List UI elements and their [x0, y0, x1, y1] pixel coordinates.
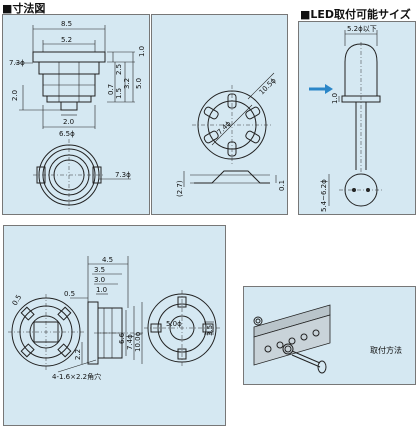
label-2-7: (2.7) — [176, 180, 184, 197]
label-2-0-left: 2.0 — [11, 90, 19, 101]
label-7-4: 7.4ϕ — [126, 334, 134, 350]
label-2-0-bottom: 2.0 — [63, 118, 74, 126]
label-2-5: 2.5 — [115, 64, 123, 75]
label-1-0: 1.0 — [96, 286, 107, 294]
ring-profile-panel: 10.5ϕ 7.4ϕ (2.7) 0.1 — [151, 14, 288, 215]
label-0-1: 0.1 — [278, 180, 286, 191]
label-1-5: 1.5 — [115, 88, 123, 99]
label-6-5: 6.5ϕ — [59, 130, 75, 138]
label-10-0: 10.0ϕ — [134, 331, 142, 352]
label-4-5: 4.5 — [102, 256, 113, 264]
dimension-drawing-front-svg: 8.5 5.2 1.0 7.3ϕ 2.5 3.2 5.0 0.7 1.5 2.0… — [9, 20, 146, 211]
led-compatibility-svg: 5.2ϕ以下 1.0 5.4~6.2ϕ — [309, 25, 383, 212]
mounting-method-panel: 取付方法 — [243, 286, 416, 385]
label-lead-1-0: 1.0 — [331, 93, 339, 104]
label-7-3b: 7.3ϕ — [115, 171, 131, 179]
label-3-2: 3.2 — [123, 78, 131, 89]
arrow-icon — [309, 84, 333, 94]
middle-dimension-lines — [57, 256, 143, 373]
label-1-0: 1.0 — [138, 46, 146, 57]
label-5-0: 5.0ϕ — [166, 320, 182, 328]
label-3-5-b: 3.5 — [206, 325, 214, 336]
ring-front-view — [192, 72, 275, 165]
dimensions-heading: ■寸法図 — [2, 2, 46, 15]
label-0-5-b: 0.5 — [64, 290, 75, 298]
label-2-2: 2.2 — [74, 349, 82, 360]
led-outline — [338, 30, 381, 172]
label-lead-span: 5.4~6.2ϕ — [320, 179, 328, 212]
led-compatibility-panel: 5.2ϕ以下 1.0 5.4~6.2ϕ — [298, 21, 416, 215]
label-5-2: 5.2 — [61, 36, 72, 44]
led-holder-part — [253, 316, 327, 374]
label-8-5: 8.5 — [61, 20, 72, 28]
dimension-drawing-front-panel: 8.5 5.2 1.0 7.3ϕ 2.5 3.2 5.0 0.7 1.5 2.0… — [2, 14, 150, 215]
label-7-3a: 7.3ϕ — [9, 59, 25, 67]
label-led-dia: 5.2ϕ以下 — [347, 25, 377, 33]
label-0-7: 0.7 — [107, 84, 115, 95]
ring-profile-svg: 10.5ϕ 7.4ϕ (2.7) 0.1 — [176, 72, 286, 197]
mounting-detail-svg: 0.5 4.5 3.5 3.0 1.0 0.5 2.2 6.6 7.4ϕ 10.… — [8, 256, 220, 381]
label-3-5: 3.5 — [94, 266, 105, 274]
mounting-method-svg: 取付方法 — [253, 304, 402, 374]
label-7-4: 7.4ϕ — [216, 119, 233, 136]
mounting-detail-panel: 0.5 4.5 3.5 3.0 1.0 0.5 2.2 6.6 7.4ϕ 10.… — [3, 225, 226, 426]
led-base-view — [328, 173, 383, 207]
middle-side-view — [87, 301, 144, 365]
label-3-0: 3.0 — [94, 276, 105, 284]
label-5-0: 5.0 — [135, 78, 143, 89]
left-front-view — [8, 294, 84, 370]
right-front-view — [144, 290, 220, 366]
ring-side-profile — [183, 170, 277, 187]
label-6-6: 6.6 — [118, 332, 126, 344]
label-hole-note: 4-1.6×2.2角穴 — [52, 372, 101, 381]
led-compatible-heading: ■LED取付可能サイズ — [300, 8, 411, 21]
mounting-bracket — [253, 304, 331, 366]
side-view-dimension-lines — [15, 25, 135, 129]
label-0-5-a: 0.5 — [11, 293, 23, 307]
mounting-method-label: 取付方法 — [370, 345, 402, 355]
side-view-outline — [32, 51, 106, 111]
front-view-rings — [33, 139, 131, 211]
